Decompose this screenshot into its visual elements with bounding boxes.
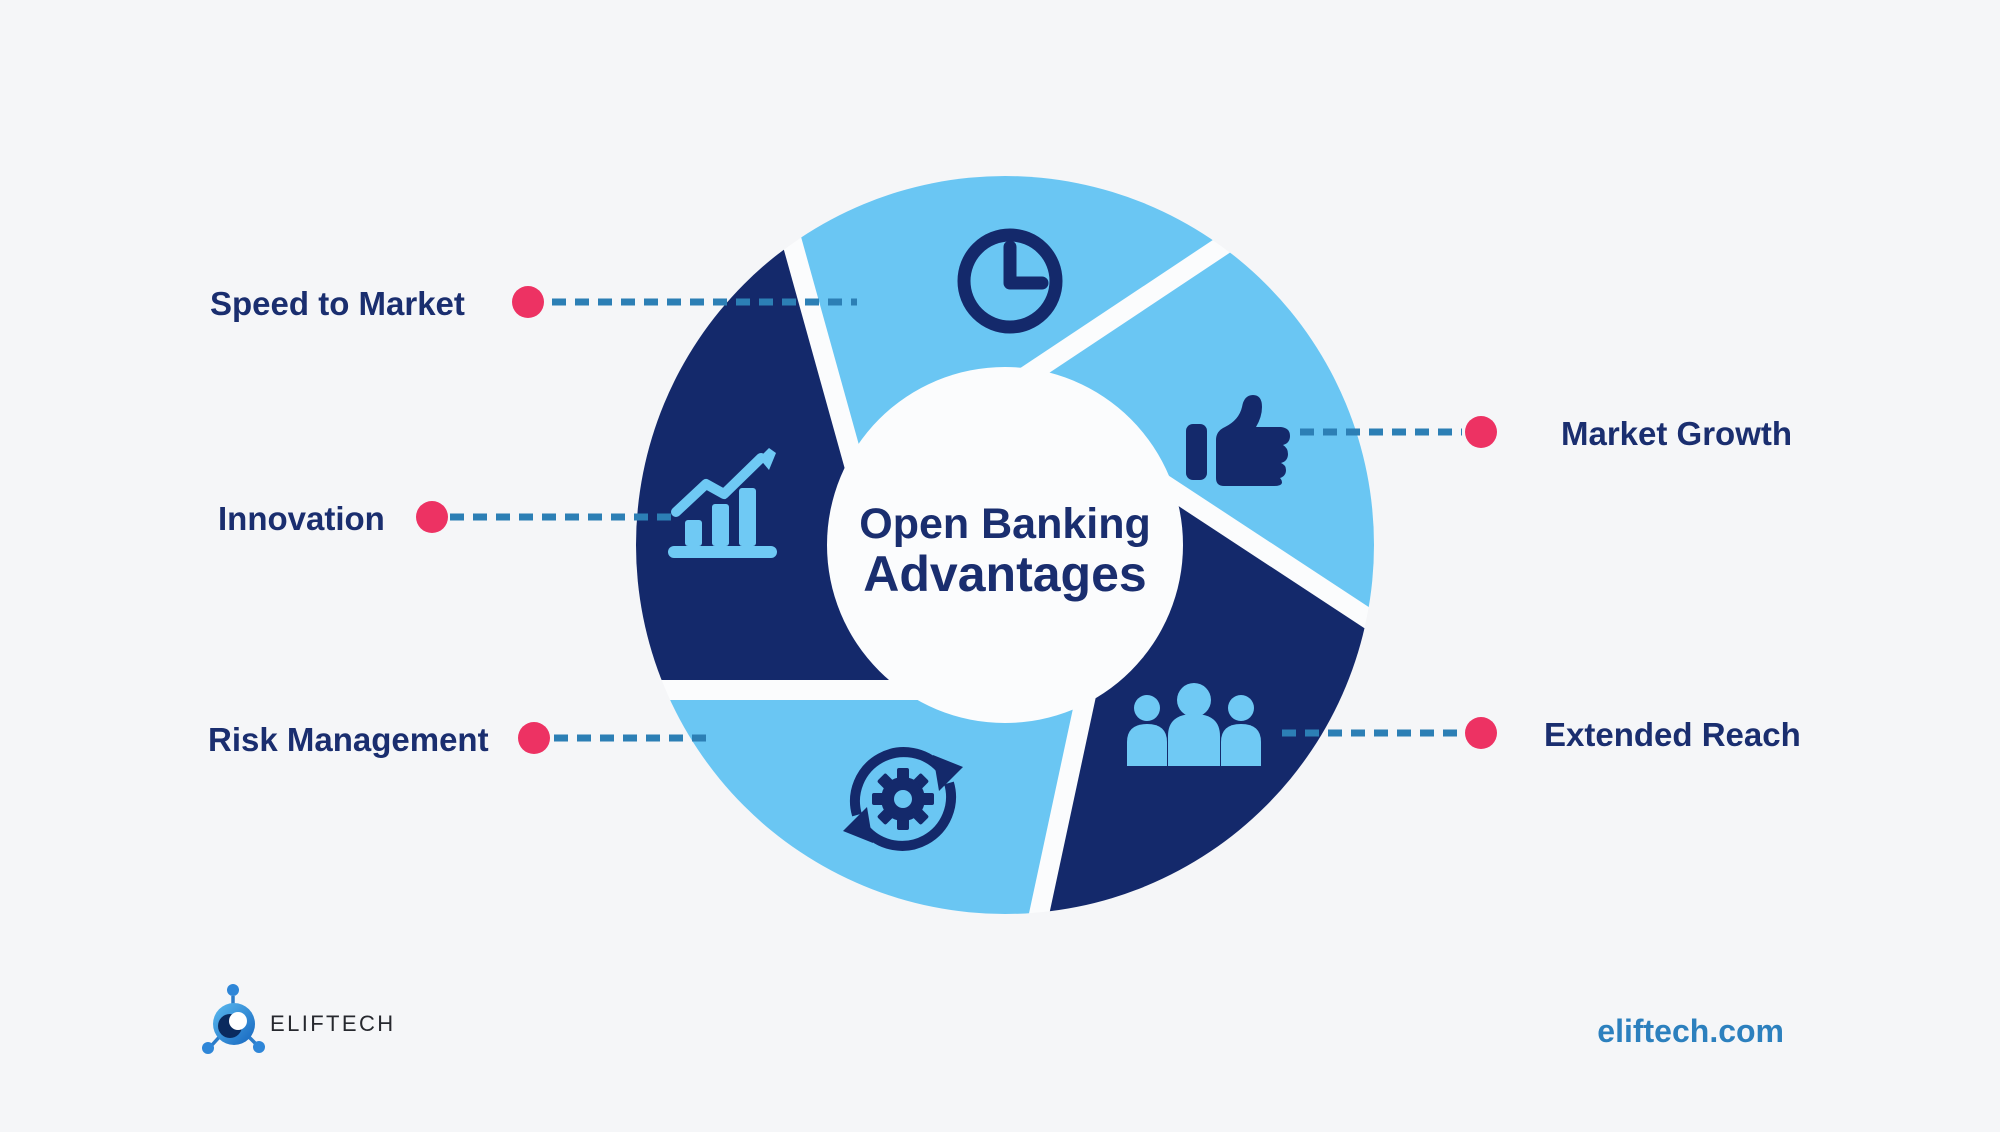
clock-icon bbox=[957, 228, 1063, 334]
eliftech-logo bbox=[202, 984, 265, 1054]
logo-node-right bbox=[253, 1041, 265, 1053]
logo-node-left bbox=[202, 1042, 214, 1054]
logo-node-top bbox=[227, 984, 239, 996]
dot-innovation bbox=[416, 501, 448, 533]
donut-center-circle bbox=[827, 367, 1183, 723]
dot-risk-management bbox=[518, 722, 550, 754]
label-market-growth: Market Growth bbox=[1561, 415, 1792, 452]
logo-hole bbox=[229, 1012, 247, 1030]
center-title-line1: Open Banking bbox=[859, 500, 1150, 548]
people-icon bbox=[1127, 683, 1261, 766]
label-extended-reach: Extended Reach bbox=[1544, 716, 1801, 753]
bar-chart-growth-icon bbox=[668, 448, 777, 558]
center-title-line2: Advantages bbox=[863, 546, 1146, 602]
gear-sync-icon bbox=[843, 747, 963, 851]
thumbs-up-icon bbox=[1186, 395, 1290, 486]
dot-market-growth bbox=[1465, 416, 1497, 448]
label-innovation: Innovation bbox=[218, 500, 385, 537]
label-speed-to-market: Speed to Market bbox=[210, 285, 465, 322]
website-link[interactable]: eliftech.com bbox=[1597, 1013, 1784, 1049]
brand-name: ELIFTECH bbox=[270, 1011, 396, 1036]
dot-extended-reach bbox=[1465, 717, 1497, 749]
label-risk-management: Risk Management bbox=[208, 721, 489, 758]
dot-speed-to-market bbox=[512, 286, 544, 318]
